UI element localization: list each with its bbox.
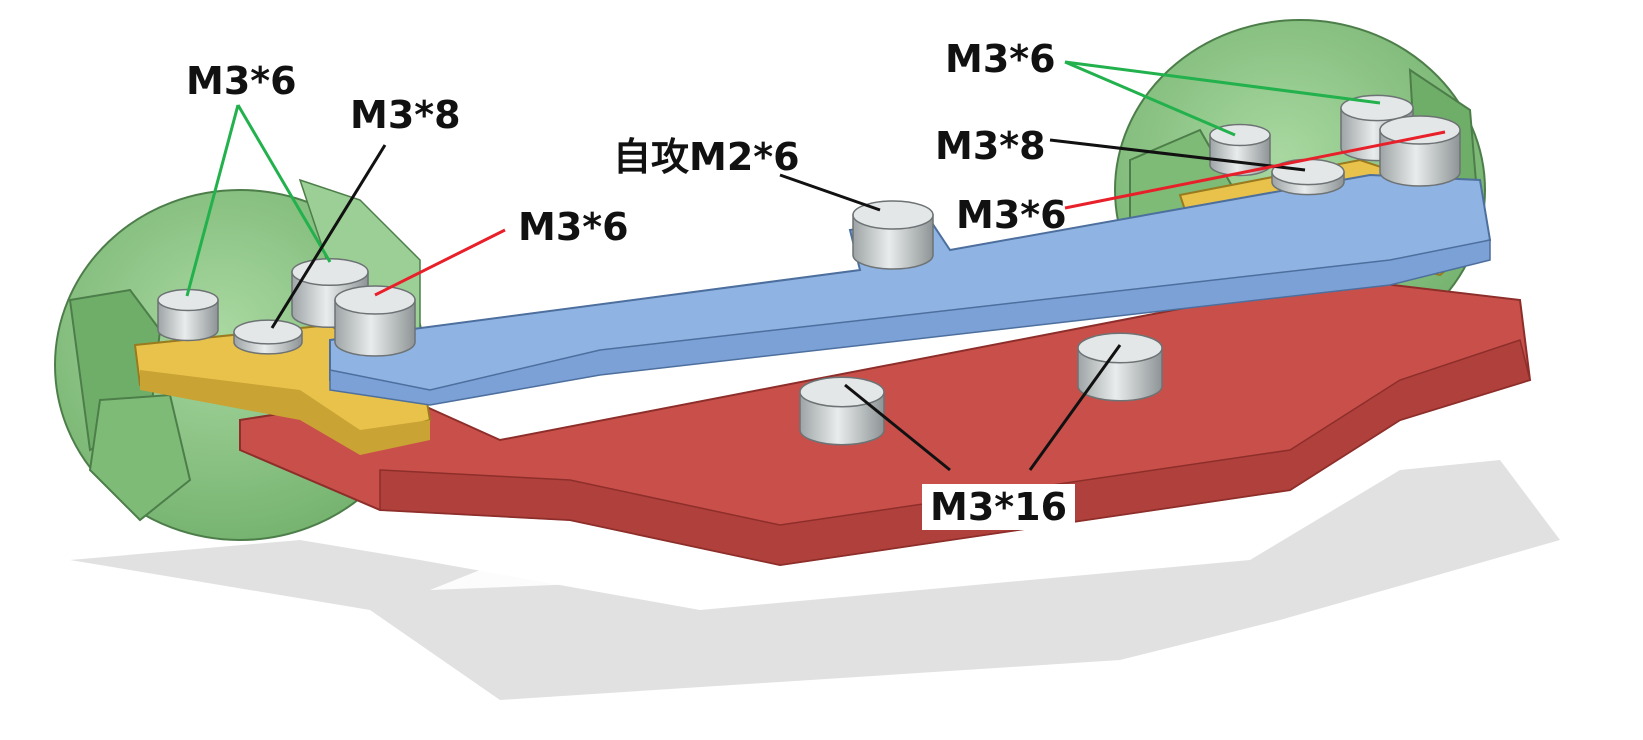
label-right-m3x6-red: M3*6	[956, 193, 1067, 237]
label-center-self-tap: 自攻M2*6	[613, 135, 800, 179]
leader-right-m3x6-b	[1064, 60, 1381, 105]
leader-right-m3x6-red	[1064, 130, 1446, 210]
red-plate	[239, 278, 1532, 567]
screw-right-m3x6-red	[1379, 115, 1461, 187]
leader-left-m3x6-b	[236, 104, 332, 263]
screw-left-m3x6-red	[334, 285, 416, 357]
screw-right-m3x8	[1271, 158, 1345, 196]
label-m3x16: M3*16	[922, 484, 1076, 530]
screw-center-self-tap	[852, 200, 934, 270]
floor-shadow	[70, 460, 1560, 700]
leader-right-m3x8	[1049, 138, 1306, 172]
screw-left-m3x6-a	[157, 288, 219, 342]
floor-shadow-inner	[430, 500, 1300, 590]
screw-m3x16-b	[1077, 332, 1163, 402]
leader-right-m3x6-a	[1064, 60, 1236, 137]
label-left-m3x6-top: M3*6	[186, 59, 297, 103]
screw-m3x16-a	[799, 376, 885, 446]
blue-plate	[329, 173, 1492, 406]
leader-m3x16-a	[844, 383, 951, 472]
leader-lines	[185, 60, 1446, 472]
leader-m3x16-b	[1028, 344, 1122, 471]
leader-left-m3x6-red	[374, 228, 506, 297]
screws-group	[157, 94, 1461, 446]
label-right-m3x6-top: M3*6	[945, 37, 1056, 81]
screw-left-m3x8	[233, 319, 303, 355]
label-left-m3x8: M3*8	[350, 93, 461, 137]
leader-left-m3x6-a	[185, 104, 240, 297]
leader-left-m3x8	[270, 144, 387, 329]
leader-center-self-tap	[779, 173, 881, 212]
label-right-m3x8: M3*8	[935, 124, 1046, 168]
label-left-m3x6-red: M3*6	[518, 205, 629, 249]
